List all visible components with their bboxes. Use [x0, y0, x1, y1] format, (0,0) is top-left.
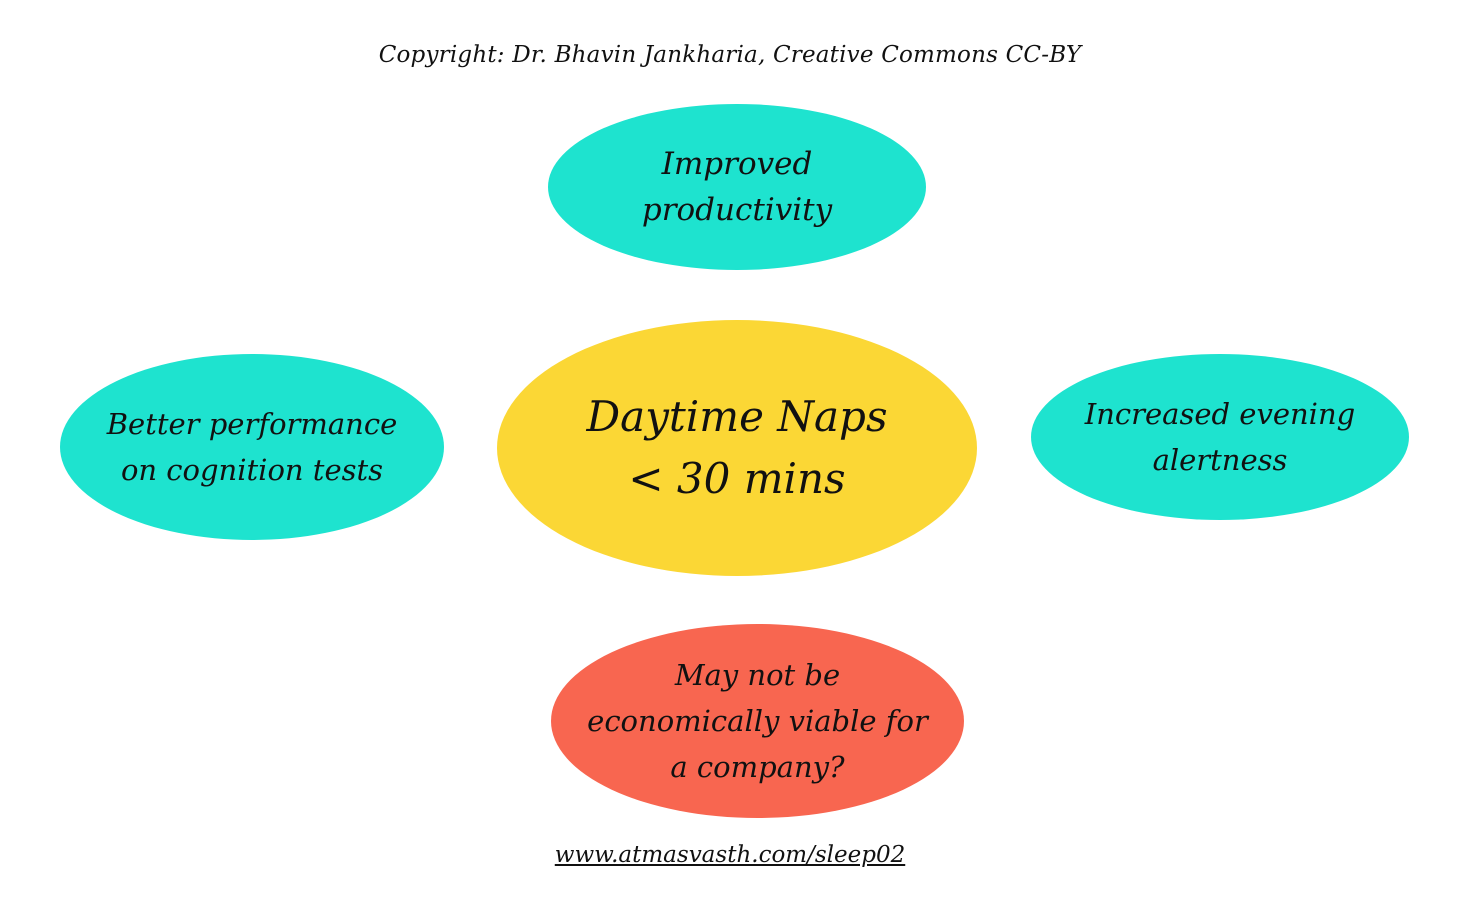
node-label: May not be economically viable for a com…	[587, 658, 928, 784]
node-increased-alertness: Increased evening alertness	[1031, 354, 1409, 520]
node-improved-productivity: Improved productivity	[548, 104, 926, 270]
node-label: Daytime Naps < 30 mins	[586, 392, 888, 503]
node-better-performance: Better performance on cognition tests	[60, 354, 444, 540]
node-daytime-naps: Daytime Naps < 30 mins	[497, 320, 977, 576]
node-economic-viability: May not be economically viable for a com…	[551, 624, 964, 818]
copyright-text: Copyright: Dr. Bhavin Jankharia, Creativ…	[378, 42, 1082, 68]
footer: www.atmasvasth.com/sleep02	[0, 842, 1460, 868]
node-label: Better performance on cognition tests	[106, 407, 398, 487]
source-link[interactable]: www.atmasvasth.com/sleep02	[554, 842, 906, 868]
node-label: Increased evening alertness	[1084, 397, 1356, 477]
node-label: Improved productivity	[641, 146, 833, 228]
